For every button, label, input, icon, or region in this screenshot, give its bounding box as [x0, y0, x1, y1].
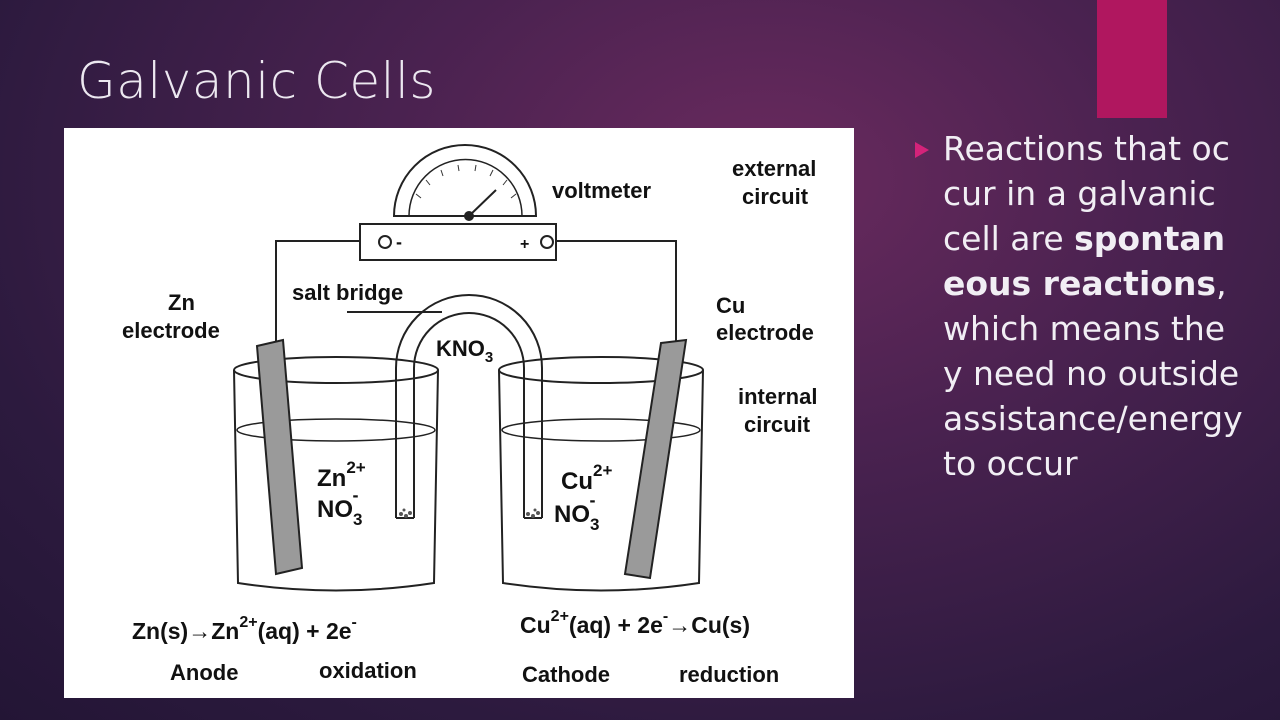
bullet-item: Reactions that occur in a galvanic cell … — [915, 126, 1255, 486]
internal-circuit-label-2: circuit — [744, 412, 811, 437]
reduction-label: reduction — [679, 662, 779, 687]
voltmeter-label: voltmeter — [552, 178, 651, 203]
kno3-label: KNO3 — [436, 336, 493, 366]
minus-terminal-label: - — [396, 232, 402, 252]
left-cation-label: Zn2+ — [317, 458, 366, 492]
left-wire — [275, 240, 361, 348]
slide-title: Galvanic Cells — [77, 52, 436, 110]
external-circuit-label-2: circuit — [742, 184, 809, 209]
oxidation-label: oxidation — [319, 658, 417, 683]
zn-electrode-label-2: electrode — [122, 318, 220, 343]
salt-bridge — [395, 294, 543, 519]
left-beaker — [233, 356, 439, 592]
voltmeter — [359, 144, 557, 261]
copper-electrode — [623, 338, 688, 580]
cathode-equation: Cu2+(aq) + 2e-→Cu(s) — [520, 608, 750, 638]
bullet-list: Reactions that occur in a galvanic cell … — [915, 126, 1255, 486]
zn-electrode-label-1: Zn — [168, 290, 195, 315]
salt-bridge-plug-left — [399, 508, 412, 518]
bullet-text-bold: spontaneous reactions — [943, 219, 1226, 303]
galvanic-cell-diagram: - + voltmeter external circuit sa — [64, 128, 854, 698]
plus-terminal-label: + — [520, 236, 529, 253]
internal-circuit-label-1: internal — [738, 384, 817, 409]
bullet-text-plain: Reactions that occur in a galvanic cell … — [943, 129, 1230, 258]
bullet-text-rest: , which means they need no outside assis… — [943, 264, 1243, 483]
anode-equation: Zn(s)→Zn2+(aq) + 2e- — [132, 614, 357, 644]
right-anion-label: NO3- — [554, 490, 599, 534]
right-cation-label: Cu2+ — [561, 461, 612, 495]
right-wire — [554, 240, 677, 343]
right-beaker — [498, 356, 704, 592]
cu-electrode-label-2: electrode — [716, 320, 814, 345]
external-circuit-label-1: external — [732, 156, 816, 181]
cu-electrode-label-1: Cu — [716, 293, 745, 318]
anode-label: Anode — [170, 660, 238, 685]
accent-tab — [1097, 0, 1167, 118]
cathode-label: Cathode — [522, 662, 610, 687]
left-anion-label: NO3- — [317, 485, 362, 529]
bullet-arrow-icon — [915, 142, 929, 158]
bullet-text: Reactions that occur in a galvanic cell … — [943, 126, 1243, 486]
salt-bridge-plug-right — [526, 508, 540, 518]
zinc-electrode — [255, 338, 304, 576]
salt-bridge-label: salt bridge — [292, 280, 403, 305]
